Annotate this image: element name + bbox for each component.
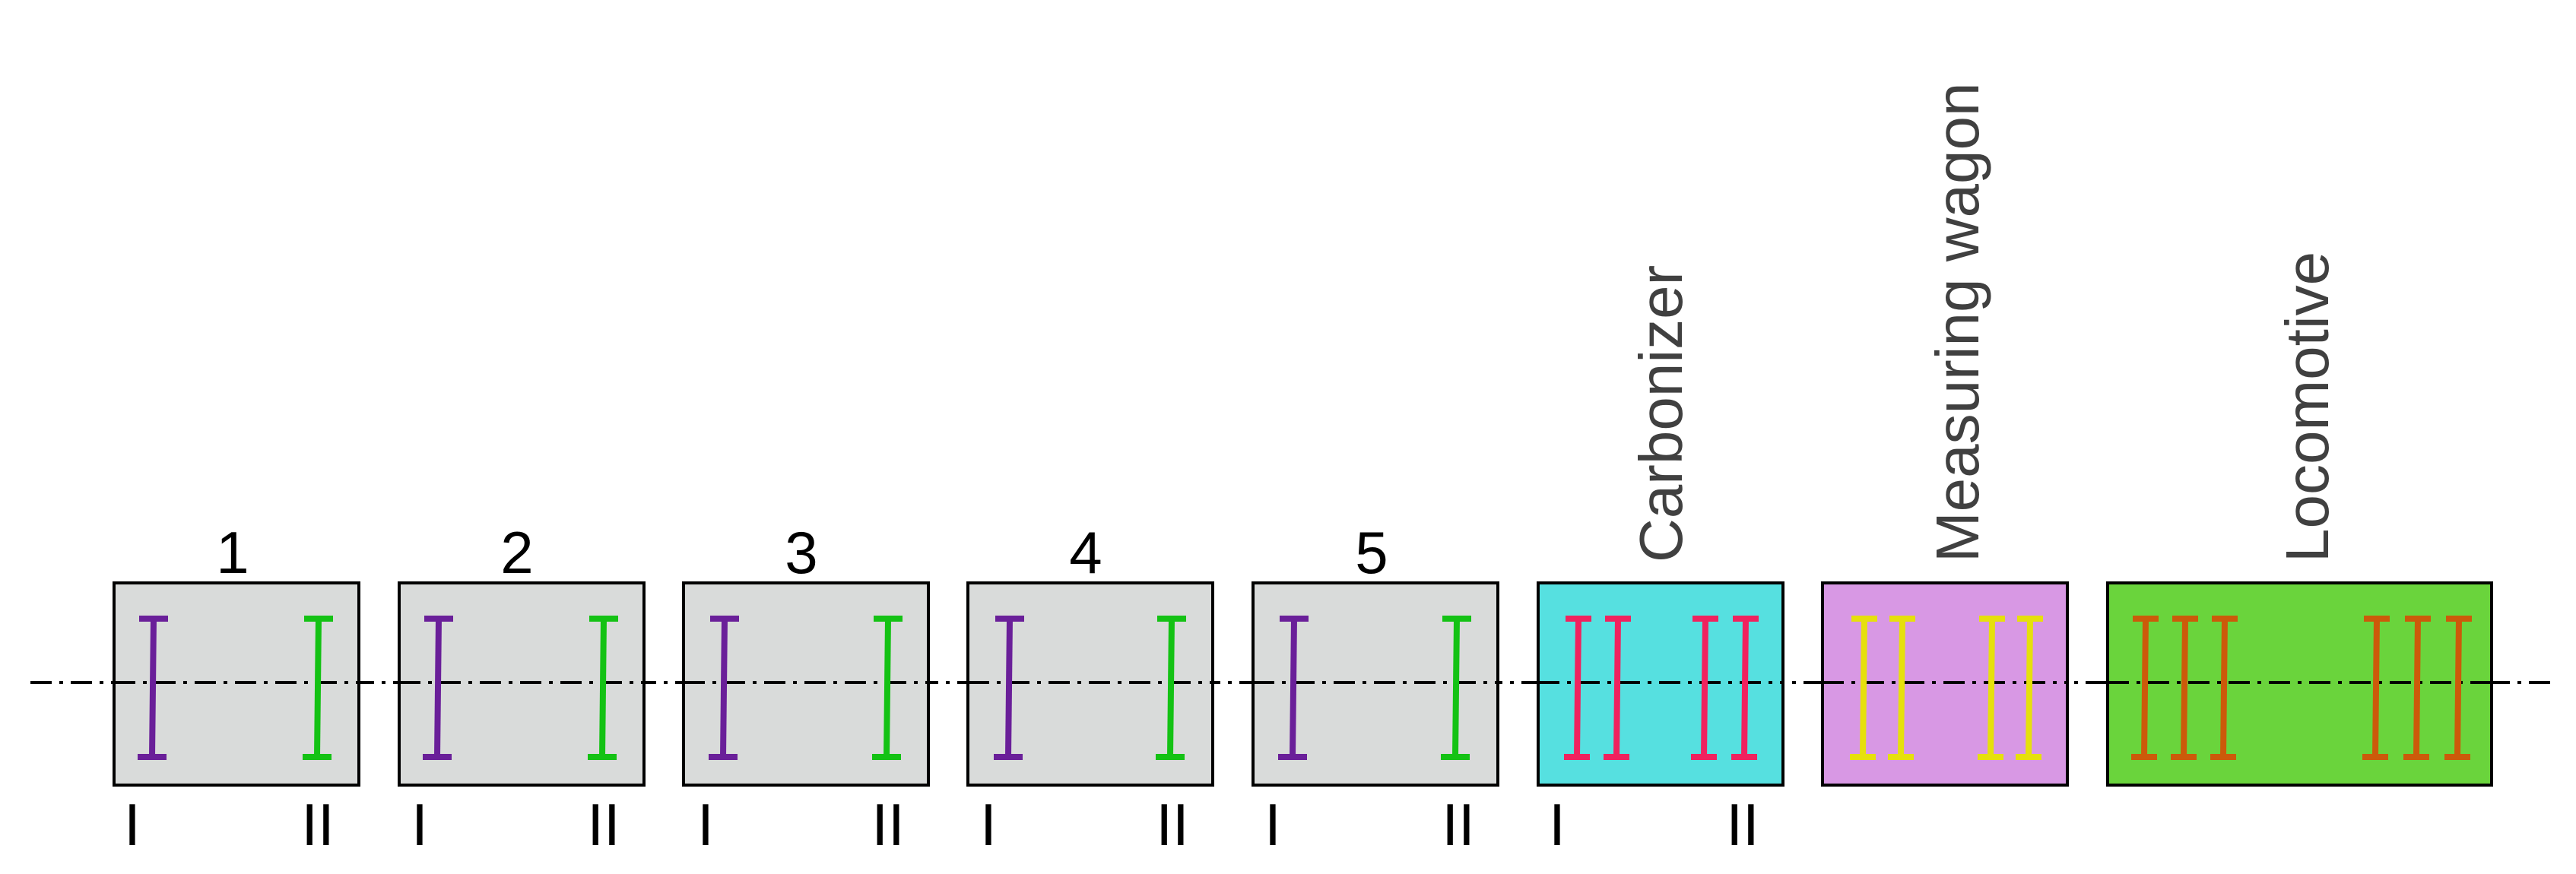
axle-icon bbox=[588, 615, 618, 761]
axle-icon bbox=[1156, 615, 1186, 761]
triple-axle-icon bbox=[2362, 615, 2472, 761]
wagon-3-bogie-right-label: II bbox=[871, 791, 904, 858]
carbonizer-label: Carbonizer bbox=[1627, 265, 1695, 562]
wagon-1: 1 I II bbox=[113, 519, 360, 858]
wagon-3-label: 3 bbox=[785, 519, 817, 586]
double-axle-icon bbox=[1978, 615, 2043, 761]
axle-icon bbox=[423, 615, 453, 761]
wagon-5-label: 5 bbox=[1355, 519, 1388, 586]
wagon-4-bogie-left-label: I bbox=[980, 791, 997, 858]
carbonizer-bogie-left-label: I bbox=[1549, 791, 1566, 858]
wagon-5: 5 I II bbox=[1252, 519, 1499, 858]
wagon-5-bogie-right-label: II bbox=[1442, 791, 1474, 858]
axle-icon bbox=[994, 615, 1024, 761]
double-axle-icon bbox=[1850, 615, 1915, 761]
wagon-2: 2 I II bbox=[398, 519, 646, 858]
wagon-1-bogie-right-label: II bbox=[301, 791, 334, 858]
double-axle-icon bbox=[1691, 615, 1759, 761]
carbonizer-wagon: Carbonizer I II bbox=[1537, 265, 1784, 858]
wagon-2-bogie-right-label: II bbox=[587, 791, 620, 858]
axle-icon bbox=[138, 615, 168, 761]
axle-icon bbox=[1441, 615, 1471, 761]
axle-icon bbox=[303, 615, 333, 761]
axle-icon bbox=[709, 615, 739, 761]
measuring-wagon: Measuring wagon bbox=[1821, 83, 2069, 787]
double-axle-icon bbox=[1564, 615, 1631, 761]
measuring-wagon-label: Measuring wagon bbox=[1924, 83, 1991, 562]
wagon-2-label: 2 bbox=[500, 519, 533, 586]
wagon-4-bogie-right-label: II bbox=[1156, 791, 1188, 858]
wagon-4: 4 I II bbox=[966, 519, 1214, 858]
locomotive-label: Locomotive bbox=[2273, 252, 2341, 562]
wagon-3: 3 I II bbox=[682, 519, 930, 858]
wagon-1-bogie-left-label: I bbox=[124, 791, 141, 858]
wagon-5-bogie-left-label: I bbox=[1264, 791, 1281, 858]
wagon-1-label: 1 bbox=[216, 519, 249, 586]
wagon-4-label: 4 bbox=[1069, 519, 1102, 586]
wagon-2-bogie-left-label: I bbox=[411, 791, 428, 858]
wagon-3-bogie-left-label: I bbox=[697, 791, 714, 858]
axle-icon bbox=[872, 615, 903, 761]
carbonizer-bogie-right-label: II bbox=[1726, 791, 1759, 858]
axle-icon bbox=[1278, 615, 1309, 761]
triple-axle-icon bbox=[2131, 615, 2238, 761]
locomotive: Locomotive bbox=[2106, 252, 2493, 787]
